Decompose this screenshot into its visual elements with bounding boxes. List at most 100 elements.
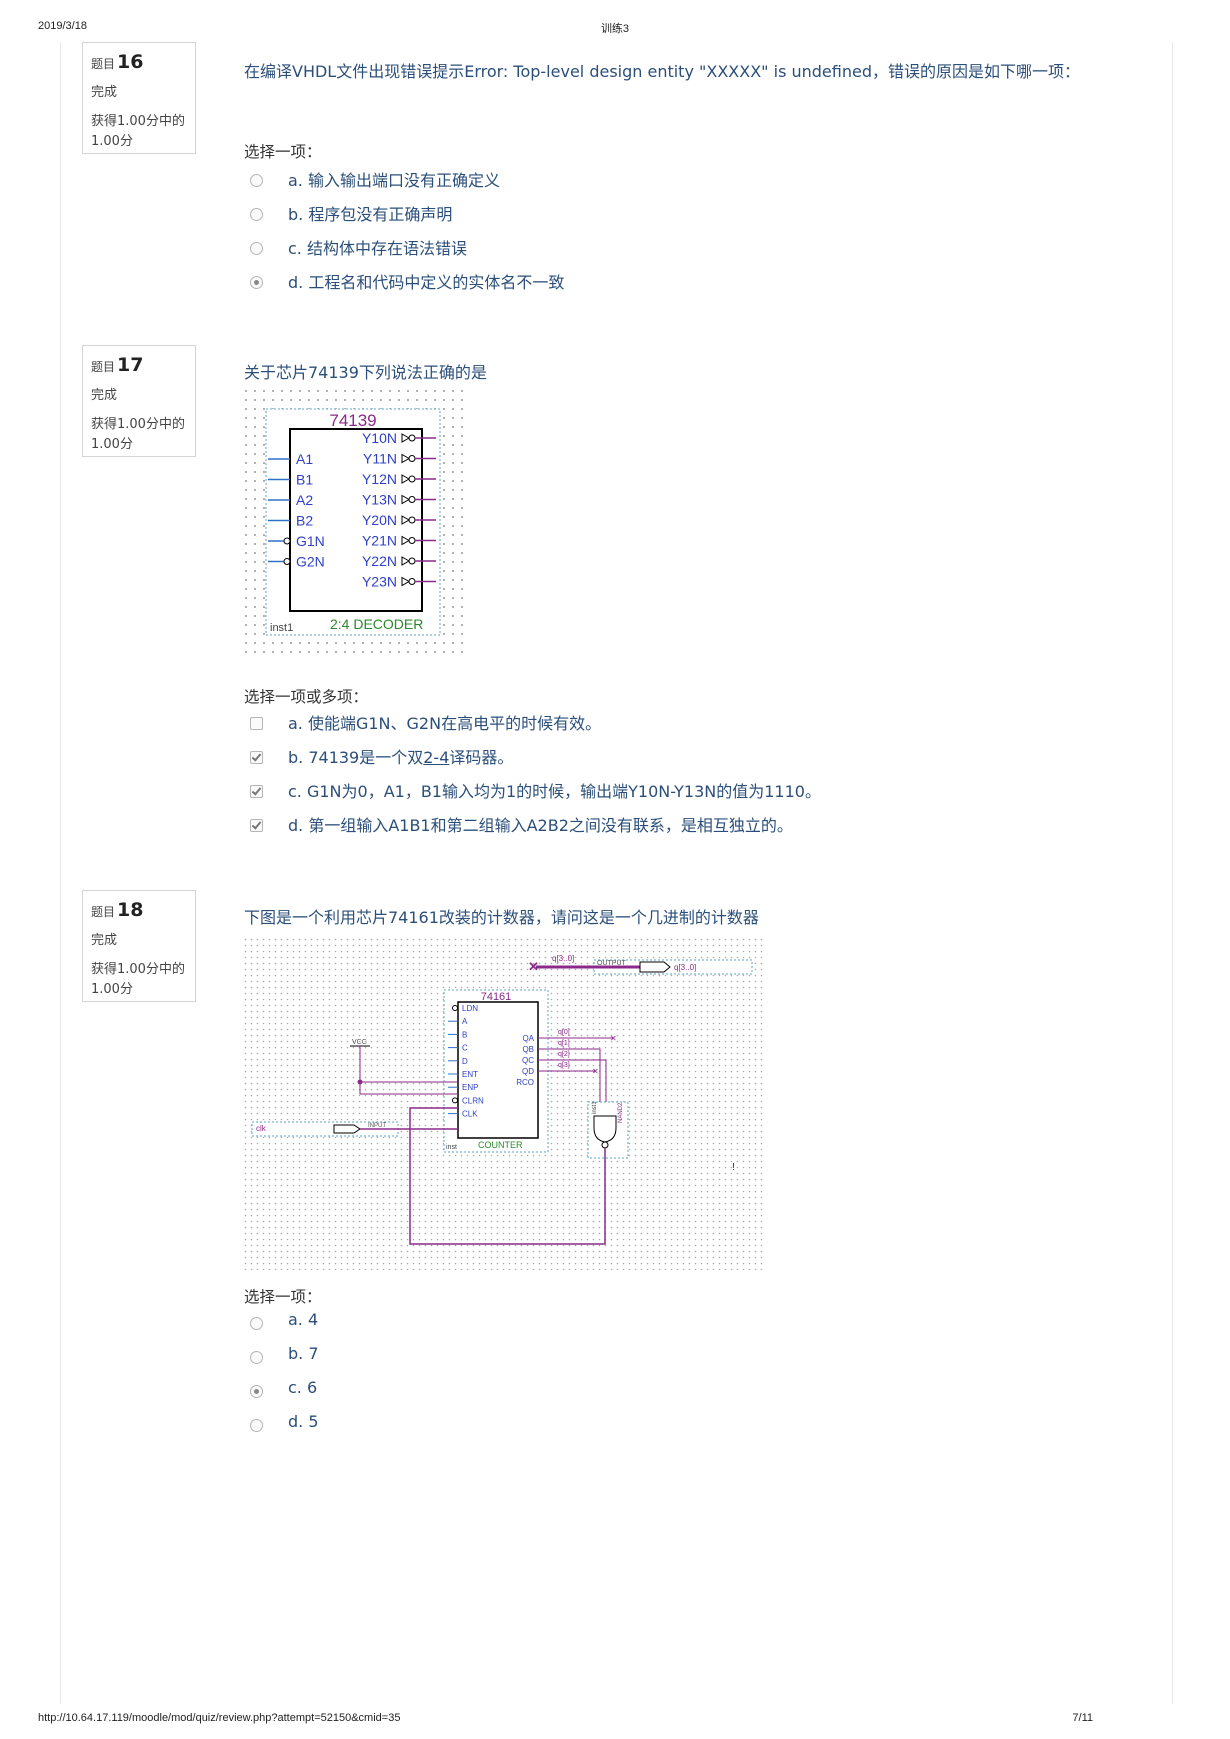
- question-state: 完成: [91, 933, 118, 948]
- glossary-link[interactable]: 2-4: [423, 748, 450, 767]
- inverter-bubble: [408, 475, 416, 483]
- output-buffer: [401, 515, 411, 525]
- checkbox[interactable]: [250, 717, 263, 730]
- input-pin-label: A: [462, 1017, 468, 1026]
- output-buffer: [401, 556, 411, 566]
- inverter-bubble: [283, 537, 291, 545]
- input-pin-label: CLRN: [462, 1096, 484, 1105]
- answer-prompt: 选择一项或多项：: [244, 688, 369, 706]
- input-pin-label: ENP: [462, 1083, 478, 1092]
- question-label: 题目: [91, 57, 116, 71]
- question-number: 16: [117, 51, 144, 73]
- radio-button[interactable]: [250, 174, 263, 187]
- svg-text:✕: ✕: [528, 959, 539, 974]
- checkbox-checked[interactable]: [250, 785, 263, 798]
- gate-instance-label: inst1: [592, 1101, 598, 1114]
- input-pin-label: G2N: [296, 554, 325, 570]
- question-label: 题目: [91, 360, 116, 374]
- radio-button[interactable]: [250, 1317, 263, 1330]
- question-grade: 获得1.00分中的 1.00分: [91, 114, 185, 149]
- vcc-label: VCC: [352, 1039, 367, 1046]
- input-pin-label: A1: [296, 451, 313, 467]
- input-pin-label: B2: [296, 513, 313, 529]
- radio-button[interactable]: [250, 208, 263, 221]
- output-pin-label: QD: [522, 1067, 534, 1076]
- chip-name: 74139: [329, 411, 376, 430]
- net-q2: q[2]: [558, 1051, 570, 1058]
- print-date: 2019/3/18: [38, 20, 87, 32]
- inverter-bubble: [408, 557, 416, 565]
- counter-schematic: q[3..0] ✕ OUTPUT q[3..0] 74161 LDNABCDEN…: [244, 938, 764, 1270]
- decoder-caption: 2:4 DECODER: [330, 616, 423, 632]
- radio-button-checked[interactable]: [250, 1385, 263, 1398]
- output-pin-label: QC: [522, 1056, 534, 1065]
- inverter-bubble: [283, 558, 291, 565]
- input-pin-label: LDN: [462, 1004, 478, 1013]
- output-buffer: [401, 535, 411, 546]
- input-pin-label: G1N: [296, 533, 325, 549]
- radio-button[interactable]: [250, 1419, 263, 1432]
- inverter-bubble: [408, 578, 416, 585]
- output-bus-label: q[3..0]: [674, 963, 696, 972]
- inverter-bubble: [452, 1005, 458, 1011]
- output-pin-label: OUTPUT: [597, 960, 627, 967]
- svg-text:✕: ✕: [610, 1034, 617, 1043]
- question-text: 关于芯片74139下列说法正确的是: [244, 363, 487, 382]
- output-buffer: [401, 474, 411, 484]
- gate-type-label: NAND2: [618, 1102, 624, 1123]
- radio-button-checked[interactable]: [250, 276, 263, 289]
- question-text: 在编译VHDL文件出现错误提示Error: Top-level design e…: [244, 62, 1080, 81]
- output-buffer: [401, 576, 411, 587]
- print-title: 训练3: [600, 23, 630, 35]
- inverter-bubble: [408, 496, 416, 503]
- checkbox-checked[interactable]: [250, 819, 263, 832]
- instance-label: inst: [446, 1144, 457, 1151]
- output-pin-label: QB: [522, 1045, 534, 1054]
- output-buffer: [401, 453, 411, 464]
- question-text: 下图是一个利用芯片74161改装的计数器，请问这是一个几进制的计数器: [244, 908, 759, 927]
- print-url: http://10.64.17.119/moodle/mod/quiz/revi…: [38, 1712, 401, 1724]
- question-number: 17: [117, 354, 144, 376]
- output-pin-label: Y10N: [362, 430, 397, 446]
- checkbox-checked[interactable]: [250, 751, 263, 764]
- output-buffer: [401, 433, 411, 443]
- input-pin-label: B: [462, 1030, 467, 1039]
- output-pin-label: Y21N: [362, 533, 397, 549]
- inverter-bubble: [452, 1097, 458, 1104]
- answer-prompt: 选择一项：: [244, 1288, 322, 1306]
- counter-caption: COUNTER: [478, 1140, 523, 1150]
- input-pin-label: B1: [296, 472, 313, 488]
- bus-label: q[3..0]: [552, 954, 574, 963]
- input-pin-label: A2: [296, 492, 313, 508]
- inverter-bubble: [408, 537, 416, 544]
- radio-button[interactable]: [250, 1351, 263, 1364]
- input-pin-label: C: [462, 1044, 468, 1053]
- instance-label: inst1: [270, 622, 293, 634]
- output-pin-label: Y22N: [362, 553, 397, 569]
- question-state: 完成: [91, 85, 118, 100]
- print-page-number: 7/11: [1072, 1712, 1093, 1724]
- output-buffer: [401, 494, 411, 505]
- svg-text:✕: ✕: [592, 1067, 599, 1076]
- question-state: 完成: [91, 388, 118, 403]
- net-q0: q[0]: [558, 1029, 570, 1036]
- output-pin-label: Y12N: [362, 471, 397, 487]
- input-pin-label: ENT: [462, 1070, 478, 1079]
- clk-label: clk: [256, 1124, 267, 1133]
- net-q1: q[1]: [558, 1040, 570, 1047]
- output-pin-label: QA: [522, 1034, 534, 1043]
- inverter-bubble: [408, 516, 416, 524]
- svg-text:!: !: [732, 1162, 735, 1173]
- question-label: 题目: [91, 905, 116, 919]
- radio-button[interactable]: [250, 242, 263, 255]
- page-border-right: [1172, 42, 1173, 1704]
- input-pin-label: INPUT: [368, 1123, 386, 1129]
